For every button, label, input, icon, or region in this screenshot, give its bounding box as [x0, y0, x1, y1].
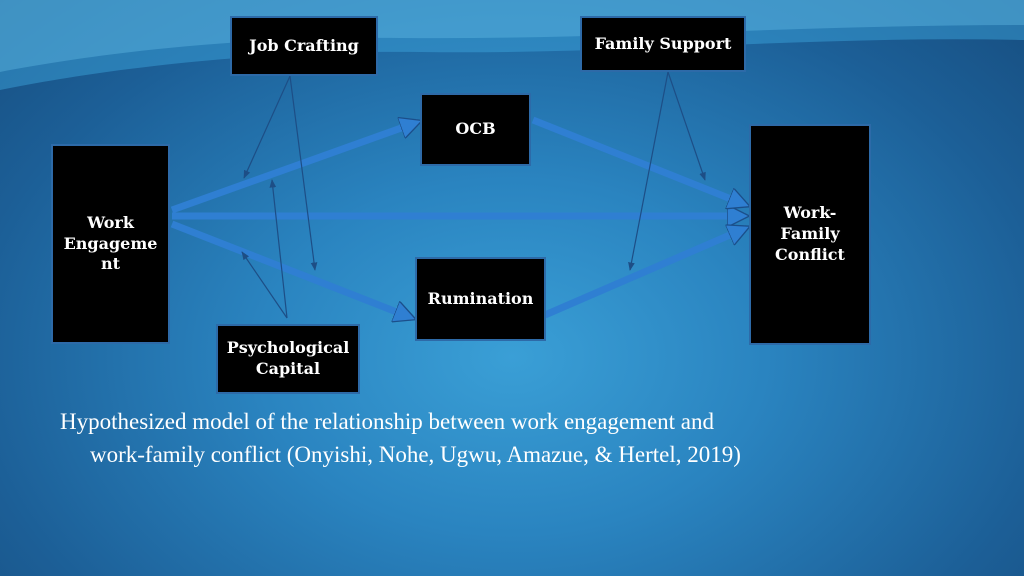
- node-label: Family Support: [594, 33, 732, 53]
- node-rumination: Rumination: [415, 257, 546, 341]
- node-label: Work- Family Conflict: [775, 203, 845, 264]
- node-ocb: OCB: [420, 93, 531, 166]
- node-label: OCB: [455, 119, 496, 139]
- node-work-engagement: Work Engageme nt: [51, 144, 170, 344]
- node-job-crafting: Job Crafting: [230, 16, 378, 76]
- caption-line-1: Hypothesized model of the relationship b…: [60, 409, 715, 434]
- arrow-ocb-to-wfc: [531, 116, 746, 205]
- node-psychological-capital: Psychological Capital: [216, 324, 360, 394]
- node-label: Job Crafting: [249, 35, 359, 55]
- arrow-we-to-rumination: [170, 220, 412, 318]
- arrow-rumination-to-wfc: [543, 228, 746, 319]
- arrow-we-to-ocb: [170, 122, 418, 214]
- node-label: Work Engageme nt: [63, 212, 158, 274]
- arrow-familysupport-to-path2: [667, 71, 706, 181]
- caption-line-2: work-family conflict (Onyishi, Nohe, Ugw…: [90, 442, 741, 468]
- node-work-family-conflict: Work- Family Conflict: [749, 124, 871, 345]
- node-label: Psychological Capital: [226, 338, 350, 378]
- diagram-caption: Hypothesized model of the relationship b…: [60, 405, 920, 472]
- arrow-psycap-to-path2: [241, 251, 288, 319]
- arrow-familysupport-to-path1: [628, 71, 669, 271]
- arrow-psycap-to-path1: [269, 179, 288, 319]
- node-family-support: Family Support: [580, 16, 746, 72]
- arrow-jobcrafting-to-path1: [243, 75, 291, 179]
- node-label: Rumination: [427, 288, 534, 308]
- arrow-jobcrafting-to-path2: [289, 75, 318, 271]
